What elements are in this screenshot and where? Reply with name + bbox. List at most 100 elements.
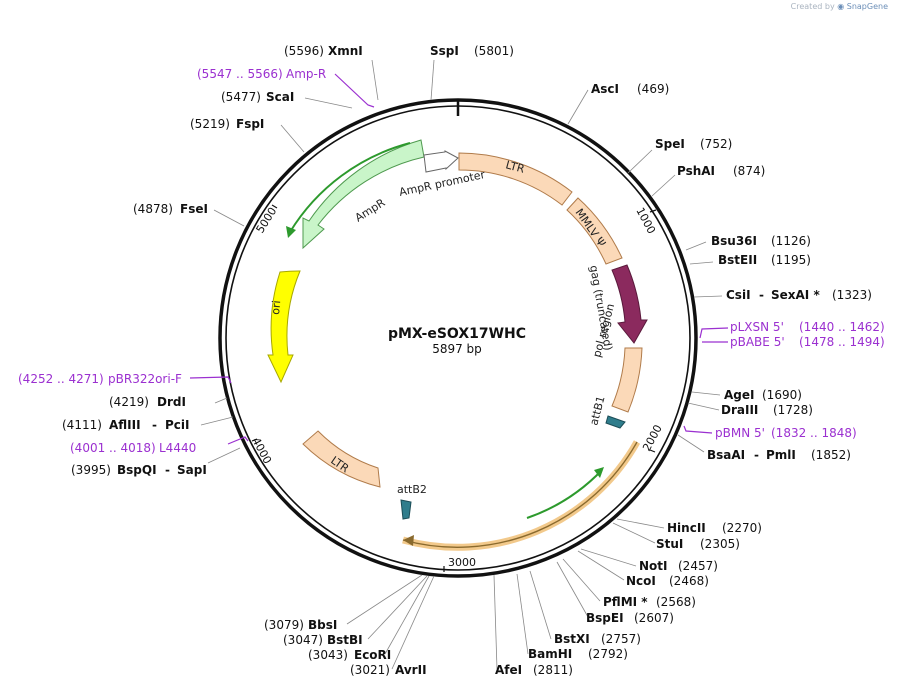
site-bstxi[interactable]: BstXI: [554, 632, 590, 646]
site-ncoi[interactable]: NcoI: [626, 574, 656, 588]
primer-pbmn[interactable]: pBMN 5': [715, 426, 765, 440]
tick-4000: [251, 438, 258, 442]
snapgene-credit: Created by ◉ SnapGene: [791, 2, 888, 11]
site-spei[interactable]: SpeI: [655, 137, 685, 151]
credit-prefix: Created by: [790, 2, 835, 11]
site-bbsi[interactable]: BbsI: [308, 618, 337, 632]
site-afei[interactable]: AfeI: [495, 663, 522, 677]
primer-amp-r[interactable]: Amp-R: [286, 67, 326, 81]
feature-ampr[interactable]: [302, 139, 425, 250]
feature-gag-truncated[interactable]: [611, 264, 648, 344]
primer-range-plxsn: (1440 .. 1462): [799, 320, 885, 334]
ampr-orf-arrowhead: [286, 226, 296, 238]
tick-label-1000: 1000: [633, 205, 658, 236]
site-pos-bstxi: (2757): [601, 632, 641, 646]
site-fsei[interactable]: FseI: [180, 202, 208, 216]
tick-1000: [649, 209, 657, 213]
site-leader-lines: [200, 59, 723, 670]
tick-2000: [649, 449, 656, 453]
primer-l4440[interactable]: L4440: [159, 441, 196, 455]
feature-label-ampr: AmpR: [353, 196, 388, 225]
site-bamhi[interactable]: BamHI: [528, 647, 572, 661]
feature-label-pol-region: pol region: [590, 302, 617, 359]
feature-ltr-bottom[interactable]: [302, 430, 381, 488]
site-pos-drdi: (4219): [109, 395, 149, 409]
primer-markers: [189, 73, 729, 445]
primer-pbr322ori-f[interactable]: pBR322ori-F: [108, 372, 182, 386]
site-pos-fspi: (5219): [190, 117, 230, 131]
site-asci[interactable]: AscI: [591, 82, 619, 96]
feature-label-ltr-top: LTR: [504, 158, 526, 176]
feature-ori[interactable]: [267, 270, 301, 384]
site-hincii[interactable]: HincII: [667, 521, 706, 535]
site-pos-ecori: (3043): [308, 648, 348, 662]
site-sspi[interactable]: SspI: [430, 44, 459, 58]
site-ecori[interactable]: EcoRI: [354, 648, 391, 662]
site-bspei[interactable]: BspEI: [586, 611, 624, 625]
site-csii[interactable]: CsiI: [726, 288, 751, 302]
site-bsaai-dash: -: [754, 448, 759, 462]
insert-highlight-arc: [402, 440, 641, 551]
site-bstbi[interactable]: BstBI: [327, 633, 363, 647]
site-fspi[interactable]: FspI: [236, 117, 264, 131]
feature-label-ampr-promoter: AmpR promoter: [398, 168, 487, 199]
site-agei[interactable]: AgeI: [724, 388, 754, 402]
site-pos-avrii: (3021): [350, 663, 390, 677]
site-bsaai[interactable]: BsaAI: [707, 448, 745, 462]
site-pos-afliii: (4111): [62, 418, 102, 432]
tick-label-3000: 3000: [448, 556, 476, 569]
site-pos-bsteii: (1195): [771, 253, 811, 267]
site-pos-noti: (2457): [678, 559, 718, 573]
feature-pol-region[interactable]: [611, 347, 643, 413]
site-pcii[interactable]: PciI: [165, 418, 190, 432]
insert-line: [402, 441, 638, 548]
feature-attb2[interactable]: [400, 499, 412, 520]
insert-arrowhead: [403, 535, 414, 546]
site-pos-asci: (469): [637, 82, 669, 96]
site-stui[interactable]: StuI: [656, 537, 683, 551]
site-pos-spei: (752): [700, 137, 732, 151]
site-afliii-dash: -: [152, 418, 157, 432]
site-scai[interactable]: ScaI: [266, 90, 294, 104]
primer-plxsn[interactable]: pLXSN 5': [730, 320, 784, 334]
feature-attb1[interactable]: [605, 415, 626, 429]
map-length: 5897 bp: [432, 342, 482, 356]
primer-range-pbmn: (1832 .. 1848): [771, 426, 857, 440]
site-noti[interactable]: NotI: [639, 559, 668, 573]
feature-mmlv-psi[interactable]: [566, 197, 623, 265]
site-xmni[interactable]: XmnI: [328, 44, 363, 58]
site-bsteii[interactable]: BstEII: [718, 253, 757, 267]
site-sapi[interactable]: SapI: [177, 463, 207, 477]
site-draiii[interactable]: DraIII: [721, 403, 758, 417]
site-pos-hincii: (2270): [722, 521, 762, 535]
site-pos-csii: (1323): [832, 288, 872, 302]
site-pmli[interactable]: PmlI: [766, 448, 796, 462]
site-bsu36i[interactable]: Bsu36I: [711, 234, 757, 248]
site-pos-bamhi: (2792): [588, 647, 628, 661]
site-afliii[interactable]: AflIII: [109, 418, 141, 432]
site-avrii[interactable]: AvrII: [395, 663, 427, 677]
site-bspqi[interactable]: BspQI: [117, 463, 157, 477]
site-pos-bsaai: (1852): [811, 448, 851, 462]
site-sexai[interactable]: SexAI *: [771, 288, 820, 302]
site-pos-ncoi: (2468): [669, 574, 709, 588]
site-pos-xmni: (5596): [284, 44, 324, 58]
feature-ltr-top[interactable]: [458, 152, 573, 206]
primer-range-pbabe: (1478 .. 1494): [799, 335, 885, 349]
site-drdi[interactable]: DrdI: [157, 395, 186, 409]
orf-arrow: [526, 469, 603, 519]
site-pos-afei: (2811): [533, 663, 573, 677]
site-pos-bspei: (2607): [634, 611, 674, 625]
site-pos-agei: (1690): [762, 388, 802, 402]
site-pshai[interactable]: PshAI: [677, 164, 715, 178]
site-pflmi[interactable]: PflMI *: [603, 595, 648, 609]
site-pos-stui: (2305): [700, 537, 740, 551]
site-pos-bspqi: (3995): [71, 463, 111, 477]
primer-range-l4440: (4001 .. 4018): [70, 441, 156, 455]
feature-ampr-promoter[interactable]: [423, 150, 459, 173]
ampr-orf-arrow: [289, 142, 411, 233]
map-title: pMX-eSOX17WHC: [388, 326, 526, 342]
feature-label-ori: ori: [269, 300, 283, 315]
primer-pbabe[interactable]: pBABE 5': [730, 335, 785, 349]
